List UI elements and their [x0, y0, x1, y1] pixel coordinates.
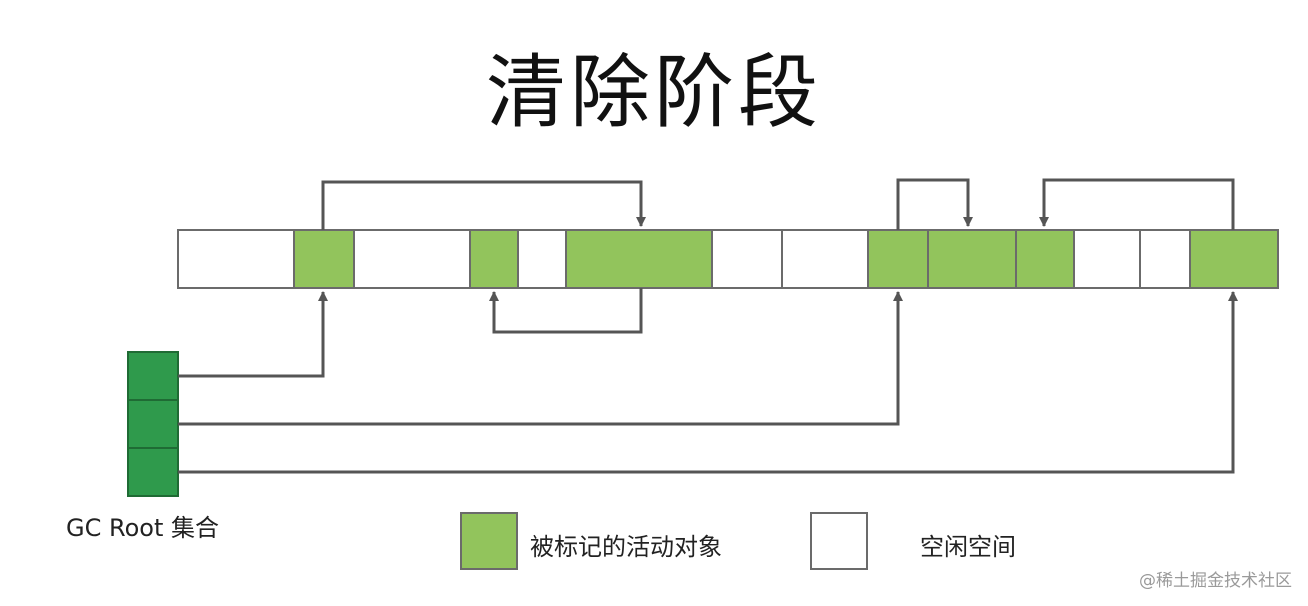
memory-block-5 — [517, 229, 567, 289]
root-reference-arrow — [178, 291, 328, 378]
reference-arrow — [321, 180, 646, 230]
gc-root-label: GC Root 集合 — [66, 514, 219, 542]
memory-strip — [177, 229, 1279, 289]
reference-arrow — [489, 288, 643, 334]
legend-free-swatch — [810, 512, 868, 570]
reference-arrow — [1039, 178, 1235, 230]
diagram-title: 清除阶段 — [486, 46, 822, 139]
watermark: @稀土掘金技术社区 — [1139, 571, 1292, 591]
legend-free-label: 空闲空间 — [920, 533, 1016, 561]
memory-block-11 — [1015, 229, 1075, 289]
memory-block-8 — [781, 229, 869, 289]
memory-block-3 — [353, 229, 471, 289]
memory-block-6 — [565, 229, 713, 289]
root-reference-arrow — [178, 291, 1238, 474]
root-reference-arrow — [178, 291, 903, 426]
memory-block-10 — [927, 229, 1017, 289]
legend-marked-swatch — [460, 512, 518, 570]
memory-block-4 — [469, 229, 519, 289]
memory-block-2 — [293, 229, 355, 289]
gc-root-stack — [127, 351, 179, 497]
gc-root-slot-3 — [127, 447, 179, 497]
reference-arrow — [896, 178, 973, 230]
memory-block-14 — [1189, 229, 1279, 289]
memory-block-7 — [711, 229, 783, 289]
memory-block-12 — [1073, 229, 1141, 289]
gc-root-slot-1 — [127, 351, 179, 401]
legend-marked-label: 被标记的活动对象 — [530, 533, 722, 561]
reference-arrows — [178, 178, 1238, 474]
memory-block-13 — [1139, 229, 1191, 289]
memory-block-9 — [867, 229, 929, 289]
memory-block-1 — [177, 229, 295, 289]
gc-root-slot-2 — [127, 399, 179, 449]
